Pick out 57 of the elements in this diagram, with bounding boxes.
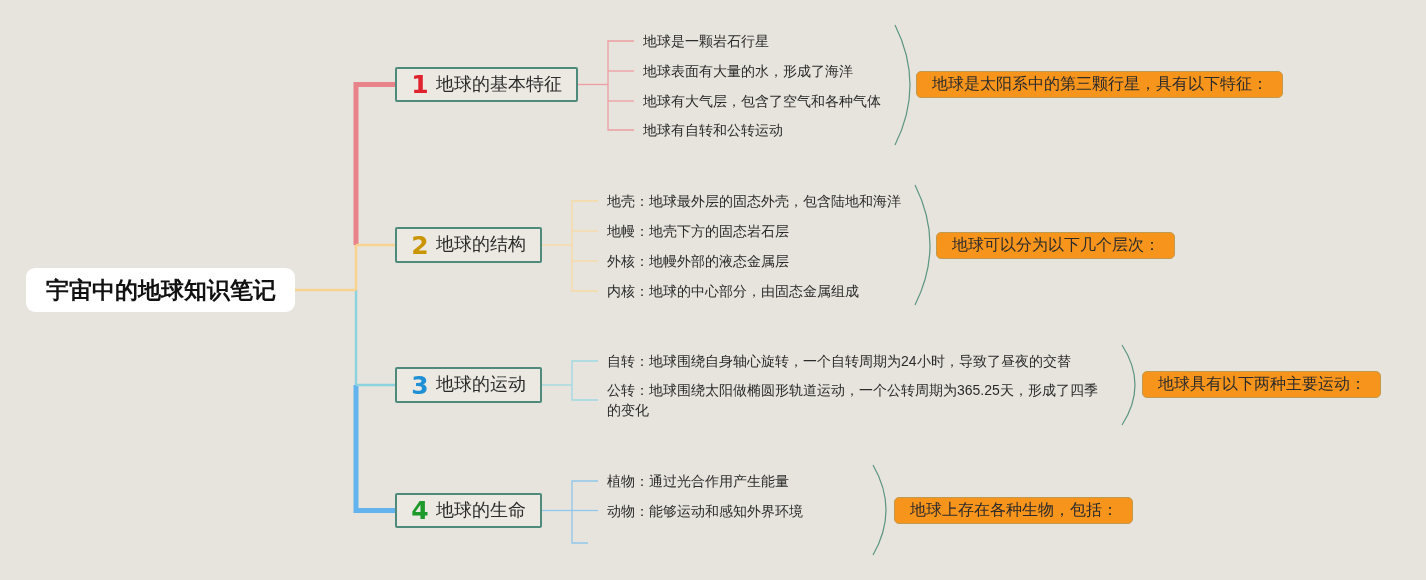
connector-line — [607, 70, 635, 72]
subtopic-text: 自转：地球围绕自身轴心旋转，一个自转周期为24小时，导致了昼夜的交替 — [598, 352, 1071, 370]
connector-line — [356, 243, 395, 247]
subtopic-text: 地球有大气层，包含了空气和各种气体 — [634, 92, 881, 110]
connector-line — [541, 509, 573, 512]
subtopic-text: 植物：通过光合作用产生能量 — [598, 472, 789, 490]
subtopic-text: 动物：能够运动和感知外界环境 — [598, 502, 803, 520]
connector-line — [571, 360, 599, 386]
subtopic-text: 地壳：地球最外层的固态外壳，包含陆地和海洋 — [598, 192, 901, 210]
connector-line — [541, 384, 573, 386]
connector-line — [607, 40, 635, 72]
connector-line — [607, 100, 635, 102]
topic-box — [395, 67, 578, 102]
topic-title: 地球的结构 — [435, 234, 526, 256]
connector-line — [607, 70, 609, 86]
subtopic-text: 地球表面有大量的水，形成了海洋 — [634, 62, 853, 80]
connector-line — [607, 83, 609, 102]
connector-line — [571, 260, 599, 262]
connector-line — [571, 230, 599, 232]
connector-line — [607, 100, 635, 131]
topic-number: 4 — [411, 498, 429, 523]
connector-line — [571, 509, 589, 544]
connector-line — [571, 509, 599, 512]
topic-box — [395, 227, 542, 263]
subtopic-text: 外核：地幔外部的液态金属层 — [598, 252, 789, 270]
topic-title: 地球的基本特征 — [435, 73, 562, 96]
subtopic-text: 公转：地球围绕太阳做椭圆形轨道运动，一个公转周期为365.25天，形成了四季的变化 — [598, 380, 1104, 420]
connector-line — [577, 83, 609, 86]
connector-line — [571, 384, 599, 401]
connector-line — [354, 245, 358, 290]
connector-line — [356, 383, 395, 387]
topic-title: 地球的运动 — [435, 374, 526, 396]
connector-line — [354, 290, 358, 385]
connector-line — [571, 480, 599, 512]
connector-line — [353, 82, 395, 245]
summary-callout: 地球可以分为以下几个层次： — [936, 232, 1175, 259]
subtopic-text: 内核：地球的中心部分，由固态金属组成 — [598, 282, 859, 300]
connector-line — [541, 244, 573, 246]
connector-line — [571, 244, 573, 262]
connector-line — [571, 260, 599, 292]
connector-line — [571, 230, 573, 246]
topic-number: 3 — [411, 372, 429, 398]
summary-callout: 地球是太阳系中的第三颗行星，具有以下特征： — [916, 71, 1283, 98]
topic-box — [395, 493, 542, 528]
central-topic: 宇宙中的地球知识笔记 — [26, 268, 295, 312]
connector-line — [295, 288, 356, 292]
topic-number: 1 — [411, 72, 429, 97]
subtopic-text: 地球有自转和公转运动 — [634, 121, 783, 139]
topic-box — [395, 367, 542, 403]
summary-callout: 地球具有以下两种主要运动： — [1142, 371, 1381, 398]
topic-title: 地球的生命 — [435, 499, 526, 522]
connector-line — [353, 385, 395, 513]
subtopic-text: 地幔：地壳下方的固态岩石层 — [598, 222, 789, 240]
summary-callout: 地球上存在各种生物，包括： — [894, 497, 1133, 524]
subtopic-text: 地球是一颗岩石行星 — [634, 32, 769, 50]
connector-line — [571, 200, 599, 232]
topic-number: 2 — [411, 232, 429, 258]
